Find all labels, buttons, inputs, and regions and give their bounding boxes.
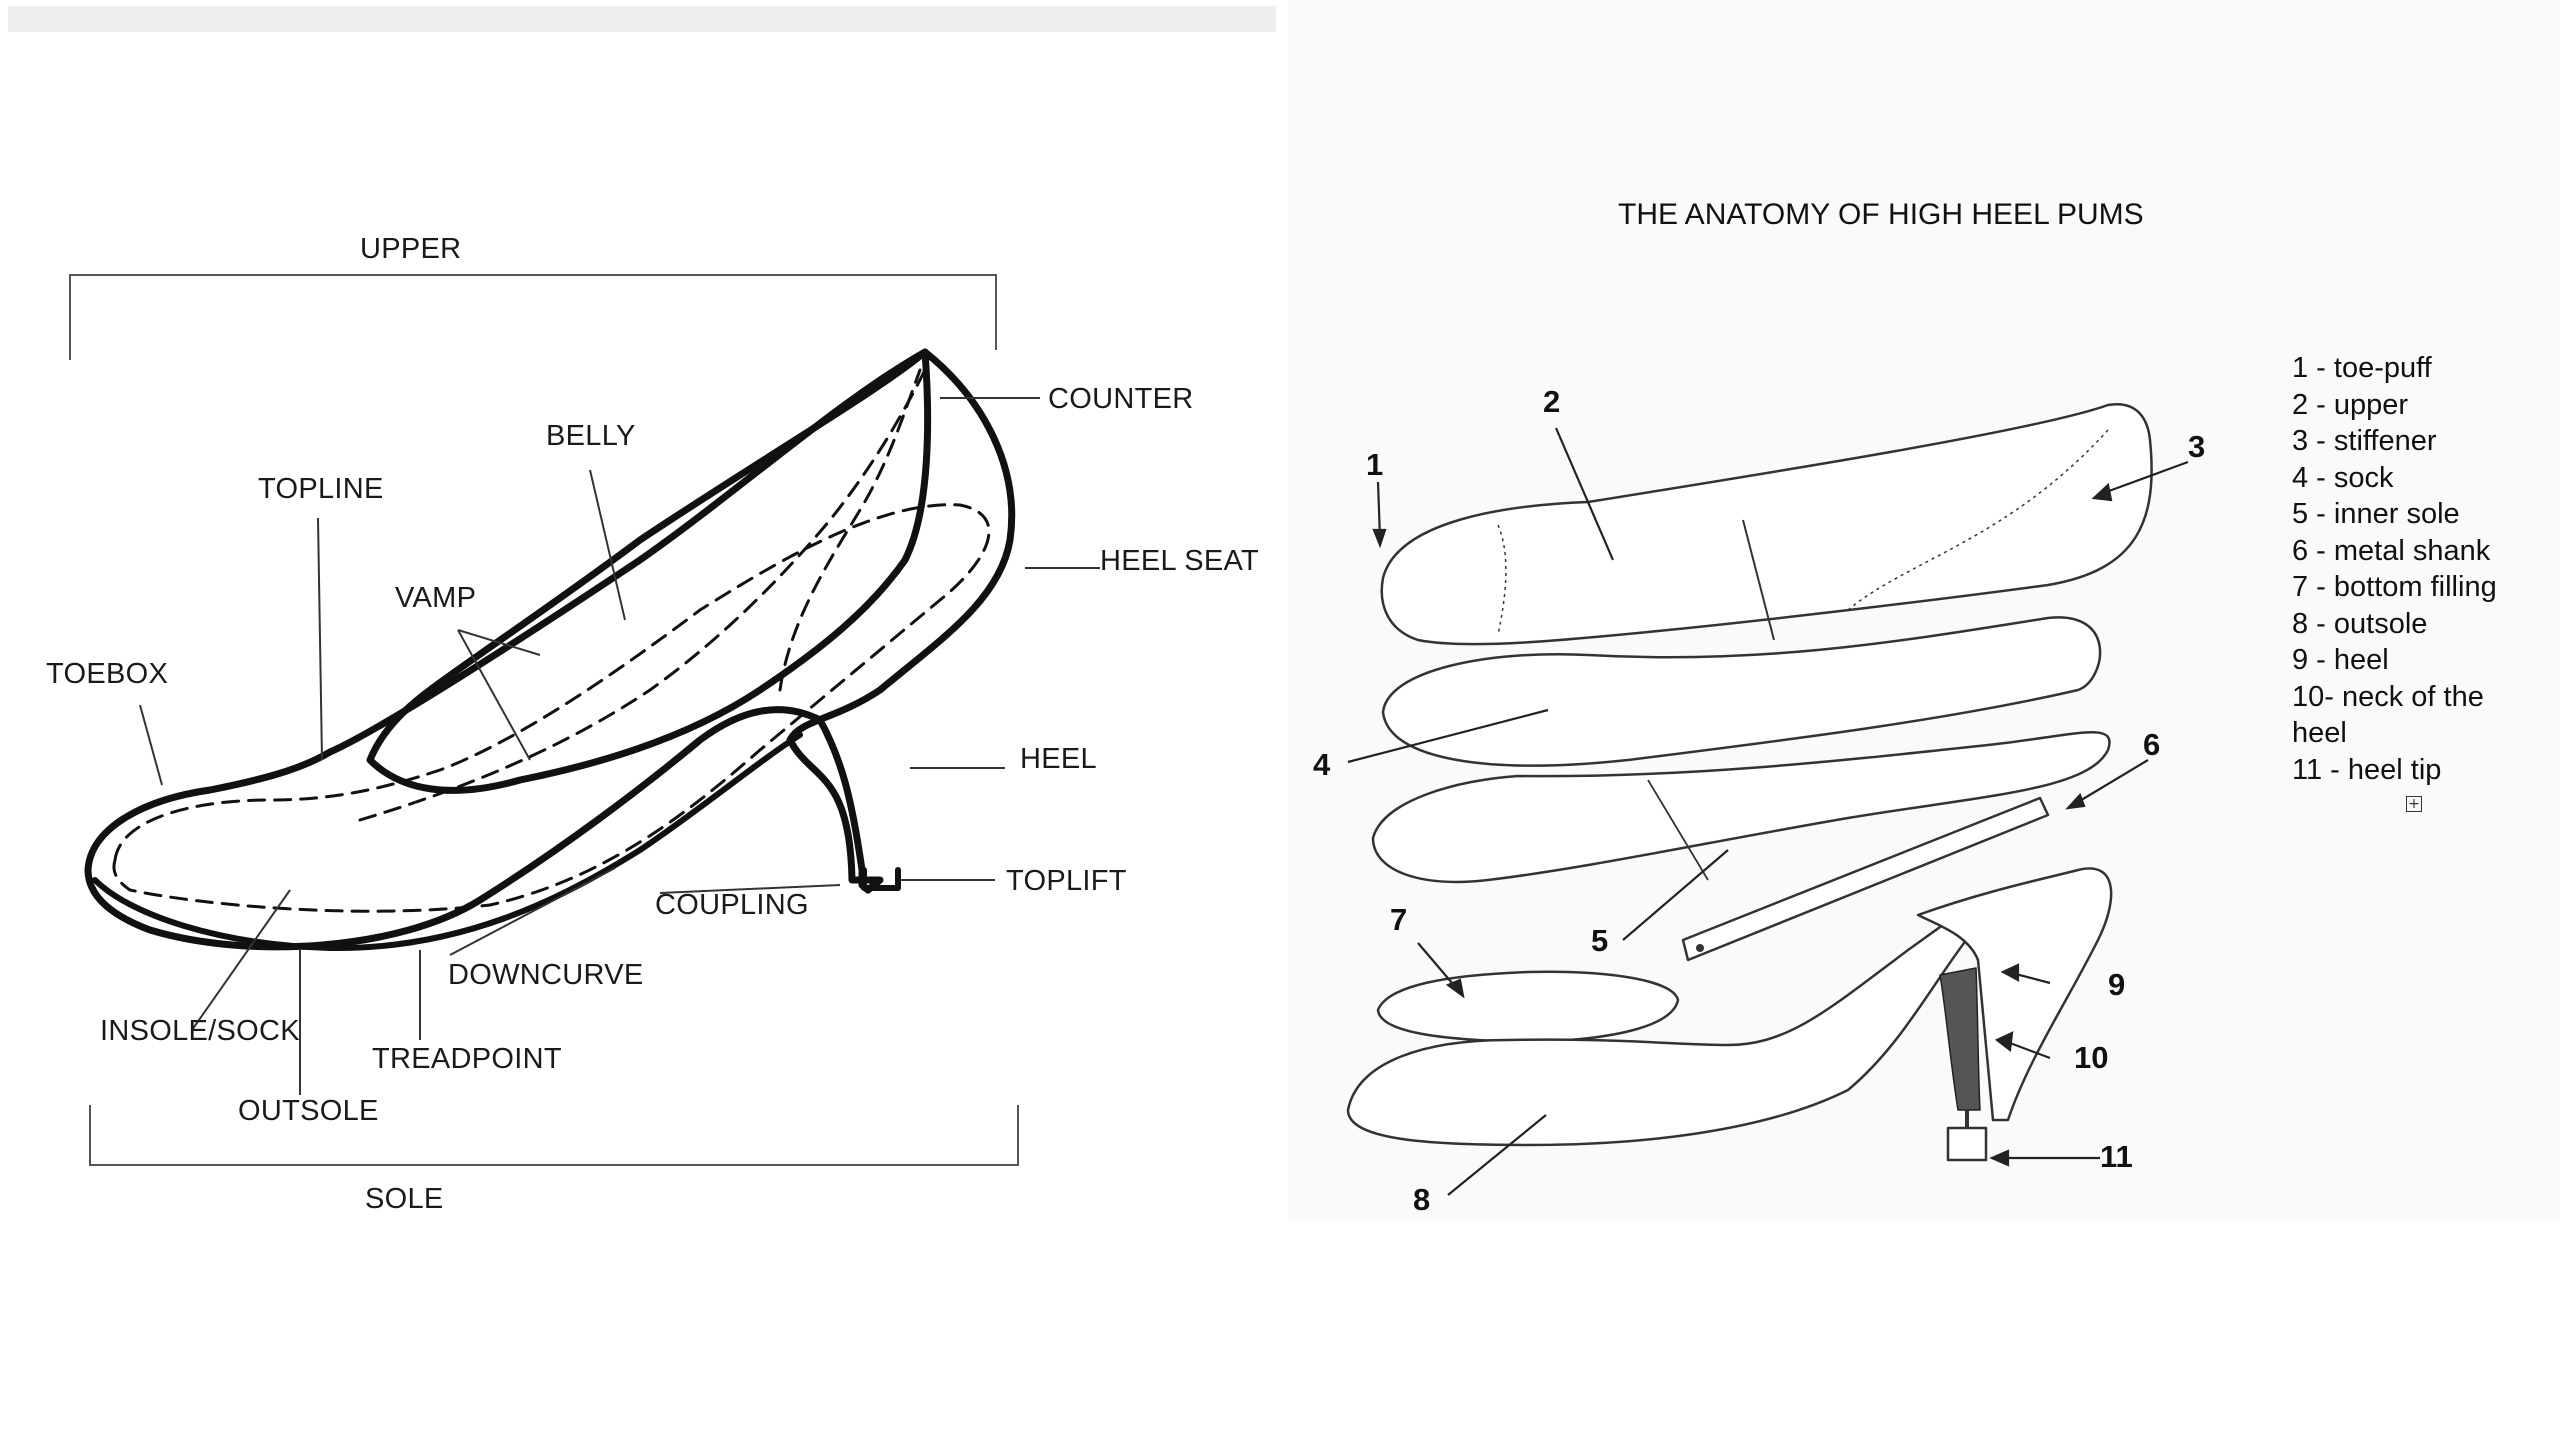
label-counter: COUNTER <box>1048 383 1194 415</box>
label-toplift: TOPLIFT <box>1006 865 1127 897</box>
legend-item: 7 - bottom filling <box>2292 571 2497 603</box>
label-belly: BELLY <box>546 420 636 452</box>
number-1: 1 <box>1366 447 1383 482</box>
diagram-title: THE ANATOMY OF HIGH HEEL PUMS <box>1618 198 2144 231</box>
part-heel-tip <box>1946 1126 1988 1162</box>
label-insole-sock: INSOLE/SOCK <box>100 1015 300 1047</box>
label-outsole: OUTSOLE <box>238 1095 379 1127</box>
expand-icon[interactable]: + <box>2406 796 2422 812</box>
number-11: 11 <box>2100 1139 2133 1174</box>
part-bottom-filling <box>1376 970 1680 1044</box>
number-6: 6 <box>2143 727 2160 762</box>
label-topline: TOPLINE <box>258 473 384 505</box>
legend-item: 10- neck of the heel <box>2292 680 2484 750</box>
heel-grain <box>1939 967 1981 1111</box>
part-inner-sole <box>1371 731 2111 884</box>
number-8: 8 <box>1413 1182 1430 1217</box>
label-coupling: COUPLING <box>655 889 809 921</box>
number-4: 4 <box>1313 747 1331 782</box>
exploded-parts <box>1346 402 2153 1162</box>
number-9: 9 <box>2108 967 2125 1002</box>
part-upper <box>1380 402 2153 646</box>
part-sock <box>1381 616 2102 767</box>
label-heel-seat: HEEL SEAT <box>1100 545 1259 577</box>
label-treadpoint: TREADPOINT <box>372 1043 562 1075</box>
sole-bracket <box>89 1105 1019 1166</box>
left-panel: UPPER COUNTER BELLY TOPLINE HEEL SEAT VA… <box>46 233 1259 1215</box>
part-heel <box>1916 867 2113 1122</box>
parts-legend: 1 - toe-puff 2 - upper 3 - stiffener 4 -… <box>2292 350 2542 788</box>
shoe-anatomy-diagram: UPPER COUNTER BELLY TOPLINE HEEL SEAT VA… <box>46 233 1259 1215</box>
legend-item: 3 - stiffener <box>2292 425 2437 457</box>
legend-item: 6 - metal shank <box>2292 534 2491 567</box>
label-vamp: VAMP <box>395 582 476 614</box>
label-heel: HEEL <box>1020 743 1097 775</box>
legend-item: 4 - sock <box>2292 461 2394 494</box>
legend-item: 1 - toe-puff <box>2292 352 2432 384</box>
legend-item: 2 - upper <box>2292 388 2409 421</box>
label-sole: SOLE <box>365 1183 444 1215</box>
number-10: 10 <box>2074 1040 2108 1075</box>
pointer-lines <box>1347 427 2189 1196</box>
part-metal-shank <box>1681 796 2050 962</box>
legend-item: 9 - heel <box>2292 644 2389 676</box>
label-toebox: TOEBOX <box>46 658 168 690</box>
number-5: 5 <box>1591 923 1608 958</box>
label-downcurve: DOWNCURVE <box>448 959 644 991</box>
legend-item: 8 - outsole <box>2292 607 2428 640</box>
number-2: 2 <box>1543 384 1560 419</box>
leader-lines <box>139 397 1100 1095</box>
legend-item: 11 - heel tip <box>2292 753 2442 786</box>
label-upper: UPPER <box>360 233 461 265</box>
right-panel: THE ANATOMY OF HIGH HEEL PUMS <box>1288 0 2560 1222</box>
legend-item: 5 - inner sole <box>2292 498 2460 530</box>
upper-bracket <box>69 274 997 360</box>
shoe-outline <box>84 348 1016 952</box>
exploded-pump-diagram: THE ANATOMY OF HIGH HEEL PUMS <box>1313 198 2205 1217</box>
number-3: 3 <box>2188 429 2205 464</box>
number-7: 7 <box>1390 902 1407 937</box>
top-bar <box>8 6 1276 32</box>
